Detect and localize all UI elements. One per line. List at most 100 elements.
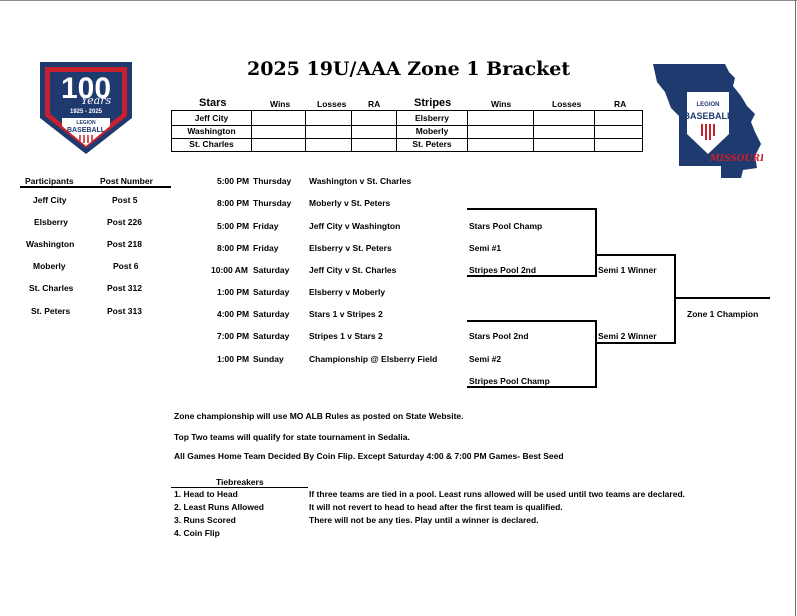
schedule-day: Saturday: [253, 309, 290, 319]
stripes-team-cell: St. Peters: [412, 139, 452, 149]
bracket-slot: Stripes Pool 2nd: [469, 265, 537, 275]
schedule-day: Thursday: [253, 176, 292, 186]
tiebreaker-item: 1. Head to Head: [174, 489, 238, 499]
schedule-game: Jeff City v Washington: [309, 221, 401, 231]
participants-header: Participants: [25, 176, 74, 186]
bracket-slot: Semi #1: [469, 243, 502, 253]
schedule-day: Saturday: [253, 331, 290, 341]
schedule-time: 10:00 AM: [211, 265, 249, 275]
schedule-game: Washington v St. Charles: [309, 176, 412, 186]
semi1-winner-slot: Semi 1 Winner: [598, 265, 657, 275]
bracket-line: [467, 208, 596, 210]
participant-post: Post 218: [107, 239, 142, 249]
participant-name: Elsberry: [34, 217, 69, 227]
schedule-game: Elsberry v Moberly: [309, 287, 386, 297]
schedule-day: Thursday: [253, 198, 292, 208]
participant-name: Moberly: [33, 261, 66, 271]
semi2-winner-slot: Semi 2 Winner: [598, 331, 657, 341]
schedule-time: 5:00 PM: [217, 221, 250, 231]
pool-table-vline: [351, 110, 352, 152]
page-title: 2025 19U/AAA Zone 1 Bracket: [247, 58, 571, 80]
schedule-time: 1:00 PM: [217, 354, 250, 364]
schedule-time: 7:00 PM: [217, 331, 250, 341]
participant-post: Post 312: [107, 283, 142, 293]
participant-name: Jeff City: [33, 195, 67, 205]
bracket-line: [467, 275, 596, 277]
bracket-slot: Stripes Pool Champ: [469, 376, 550, 386]
note-line: Top Two teams will qualify for state tou…: [174, 432, 410, 442]
participant-post: Post 226: [107, 217, 142, 227]
logo-baseball-text: BASEBALL: [67, 127, 106, 134]
logo-right-legion-text: LEGION: [696, 102, 719, 108]
pool-table-vline: [396, 110, 397, 152]
participant-name: Washington: [26, 239, 75, 249]
schedule-time: 8:00 PM: [217, 198, 250, 208]
stars-team-cell: Jeff City: [194, 113, 229, 123]
pool-table-vline: [251, 110, 252, 152]
stripes-pool-header: Stripes: [414, 97, 452, 109]
page-border-top: [0, 0, 797, 1]
pool-table-vline: [467, 110, 468, 152]
bracket-line: [595, 342, 676, 344]
pool-table-vline: [305, 110, 306, 152]
stars-team-cell: Washington: [187, 126, 236, 136]
schedule-time: 1:00 PM: [217, 287, 250, 297]
note-line: Zone championship will use MO ALB Rules …: [174, 411, 464, 421]
tiebreakers-heading: Tiebreakers: [216, 477, 264, 487]
missouri-legion-logo: LEGION BASEBALL MISSOURI: [653, 64, 763, 178]
stars-wins-header: Wins: [270, 99, 291, 109]
bracket-line: [467, 386, 596, 388]
bracket-slot: Semi #2: [469, 354, 502, 364]
schedule-time: 4:00 PM: [217, 309, 250, 319]
schedule-game: Moberly v St. Peters: [309, 198, 391, 208]
schedule-game: Jeff City v St. Charles: [309, 265, 397, 275]
champion-slot: Zone 1 Champion: [687, 309, 759, 319]
participant-post: Post 6: [113, 261, 139, 271]
participant-name: St. Peters: [31, 306, 71, 316]
pool-table-vline: [642, 110, 643, 152]
participant-post: Post 5: [112, 195, 138, 205]
bracket-slot: Stars Pool 2nd: [469, 331, 529, 341]
stripes-ra-header: RA: [614, 99, 627, 109]
tiebreakers-rule: [171, 487, 308, 488]
logo-100-text: 100: [61, 72, 111, 105]
legion-100-years-logo: 100 Years 1925 - 2025 LEGION BASEBALL: [40, 62, 132, 154]
stars-pool-header: Stars: [199, 97, 227, 109]
bracket-slot: Stars Pool Champ: [469, 221, 543, 231]
logo-years-text: Years: [81, 94, 112, 107]
schedule-time: 8:00 PM: [217, 243, 250, 253]
bracket-line: [595, 320, 597, 388]
stripes-team-cell: Elsberry: [414, 113, 450, 123]
stars-team-cell: St. Charles: [189, 139, 234, 149]
stripes-wins-header: Wins: [491, 99, 512, 109]
schedule-day: Saturday: [253, 287, 290, 297]
tiebreaker-item: 3. Runs Scored: [174, 515, 236, 525]
logo-dates-text: 1925 - 2025: [70, 109, 103, 115]
schedule-time: 5:00 PM: [217, 176, 250, 186]
participant-name: St. Charles: [29, 283, 74, 293]
pool-table-vline: [594, 110, 595, 152]
stripes-losses-header: Losses: [552, 99, 582, 109]
schedule-day: Friday: [253, 243, 279, 253]
pool-table-rule-1: [171, 125, 643, 126]
tiebreaker-item: 4. Coin Flip: [174, 528, 220, 538]
logo-legion-text: LEGION: [76, 120, 96, 126]
bracket-line: [595, 254, 676, 256]
stripes-team-cell: Moberly: [415, 126, 449, 136]
page-border-right: [795, 0, 796, 616]
bracket-line: [674, 297, 770, 299]
tiebreaker-explanation: If three teams are tied in a pool. Least…: [309, 489, 685, 499]
tiebreaker-explanation: There will not be any ties. Play until a…: [309, 515, 539, 525]
post-number-header: Post Number: [100, 176, 153, 186]
schedule-day: Saturday: [253, 265, 290, 275]
note-line: All Games Home Team Decided By Coin Flip…: [174, 451, 564, 461]
bracket-line: [467, 320, 596, 322]
bracket-line: [674, 254, 676, 344]
tiebreaker-explanation: It will not revert to head to head after…: [309, 502, 563, 512]
pool-table-rule-2: [171, 138, 643, 139]
tiebreaker-item: 2. Least Runs Allowed: [174, 502, 264, 512]
schedule-day: Sunday: [253, 354, 284, 364]
schedule-game: Stars 1 v Stripes 2: [309, 309, 383, 319]
stars-losses-header: Losses: [317, 99, 347, 109]
pool-table-vline: [533, 110, 534, 152]
